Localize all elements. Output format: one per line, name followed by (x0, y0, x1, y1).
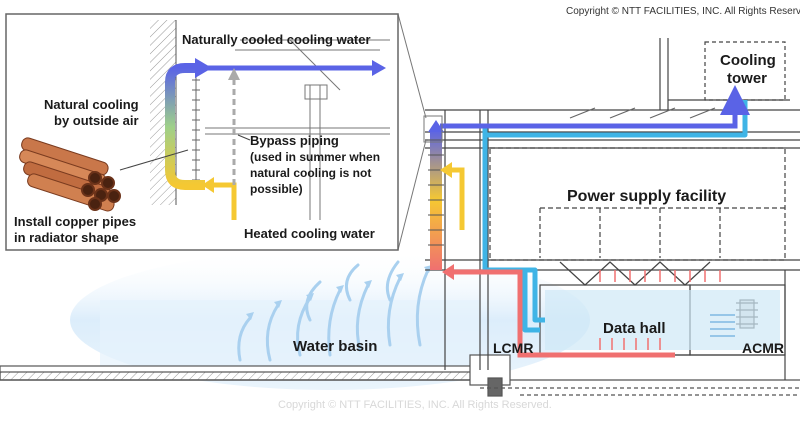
cooling-tower-label-1: Cooling (720, 52, 776, 69)
building-outline (425, 38, 800, 380)
natural-cooling-label-1: Natural cooling (44, 97, 139, 112)
inset-cooling-loop (165, 63, 205, 190)
natural-cooling-label-2: by outside air (54, 113, 139, 128)
blue-supply-pipe (440, 85, 750, 129)
naturally-cooled-label: Naturally cooled cooling water (182, 32, 371, 47)
inset-panel (5, 13, 399, 251)
inset-loop-top-arrowhead (195, 58, 212, 78)
acmr-label: ACMR (742, 340, 784, 356)
yellow-heated-arrowhead (440, 162, 452, 178)
data-hall-cold-airflow (710, 314, 735, 337)
cooling-tower-label-2: tower (727, 70, 768, 87)
copyright-watermark: Copyright © NTT FACILITIES, INC. All Rig… (278, 399, 552, 411)
bypass-label-2: (used in summer when (250, 150, 381, 164)
blue-supply-arrowhead (725, 92, 745, 108)
heated-label: Heated cooling water (244, 226, 375, 241)
copyright-top: Copyright © NTT FACILITIES, INC. All Rig… (566, 6, 800, 17)
inset-blue-arrowhead (372, 60, 386, 76)
water-basin-label: Water basin (293, 338, 378, 355)
inset-structure (205, 39, 390, 220)
yellow-heated-pipe (448, 167, 465, 230)
zoom-connectors (397, 13, 443, 251)
power-supply-label: Power supply facility (567, 188, 727, 205)
lcmr-label: LCMR (493, 340, 534, 356)
tower-up-arrow (428, 120, 444, 132)
red-return-pipe (450, 269, 675, 358)
inset-bypass-arrowhead (228, 68, 240, 80)
data-hall-label: Data hall (603, 320, 666, 337)
bypass-label-4: possible) (250, 182, 303, 196)
copper-label-2: in radiator shape (14, 230, 119, 245)
copper-pipes-image (19, 137, 121, 212)
basin-structure (0, 354, 800, 397)
data-hall-airflow (599, 270, 721, 350)
inset-yellow-arrowhead (202, 177, 214, 193)
bypass-label-1: Bypass piping (250, 133, 339, 148)
water-basin-mist (70, 250, 590, 390)
bypass-label-3: natural cooling is not (250, 166, 372, 180)
copper-label-1: Install copper pipes (14, 214, 137, 229)
data-hall-cold-zone (545, 290, 780, 350)
red-return-arrowhead (442, 264, 454, 280)
copper-leader (119, 149, 189, 171)
bypass-leader (237, 134, 251, 141)
